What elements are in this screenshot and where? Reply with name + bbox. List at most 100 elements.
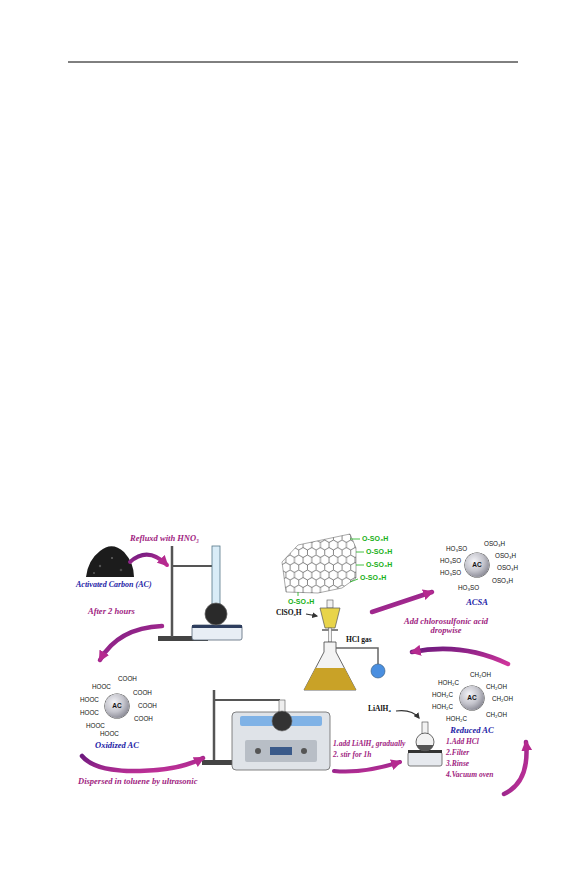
carbon-pile <box>99 565 101 567</box>
process-arrows <box>100 626 162 660</box>
step-annotation: After 2 hours <box>88 607 135 616</box>
graphene-sheet <box>350 579 358 582</box>
graphene-sheet <box>298 592 299 596</box>
functional-group: HOH₂C <box>438 680 459 687</box>
sphere-core-label: AC <box>112 703 121 710</box>
functional-group: CH₂OH <box>470 672 491 679</box>
functional-group: COOH <box>118 676 137 683</box>
process-arrows <box>82 555 527 794</box>
sulfonation-apparatus <box>327 600 333 608</box>
sphere-core-label: AC <box>472 562 481 569</box>
functional-group: HOOC <box>86 723 105 730</box>
ultrasonic-bath <box>301 748 307 754</box>
step-annotation: 1.Add HCl <box>446 738 479 746</box>
material-name: Oxidized AC <box>87 741 147 750</box>
sulfonation-apparatus <box>329 628 332 642</box>
step-annotation: Dispersed in toluene by ultrasonic <box>78 777 197 786</box>
process-arrows <box>412 649 508 664</box>
sulfonation-apparatus <box>304 642 356 690</box>
step-annotation: 1.add LiAlH₄ gradually <box>333 740 405 748</box>
material-name: Reduced AC <box>442 726 502 735</box>
carbon-pile <box>93 572 95 574</box>
page-rule <box>68 62 518 63</box>
functional-group: OSO₃H <box>497 565 518 572</box>
reflux-apparatus <box>158 546 242 641</box>
functional-group: HOH₂C <box>446 716 467 723</box>
page-rule <box>68 62 518 63</box>
reagent-arrows <box>306 614 317 616</box>
stirrer-flask <box>417 745 434 751</box>
step-annotation: 4.Vacuum oven <box>446 771 494 779</box>
reflux-apparatus <box>172 565 212 567</box>
step-annotation: Refluxd with HNO₃ <box>130 534 199 543</box>
functional-group: HO₃SO <box>446 546 467 553</box>
ultrasonic-bath <box>270 747 292 755</box>
process-arrows <box>130 555 167 565</box>
graphene-sheet <box>350 539 360 540</box>
functional-group: HOOC <box>80 697 99 704</box>
functional-group: COOH <box>134 716 153 723</box>
sphere-shape: AC <box>465 553 489 577</box>
process-arrows <box>334 762 400 772</box>
functional-group: O-SO₃H <box>366 548 392 556</box>
functional-group: HOOC <box>80 710 99 717</box>
reflux-apparatus <box>171 546 174 637</box>
graphene-sheet <box>282 534 364 596</box>
functional-group: OSO₃H <box>495 553 516 560</box>
reflux-apparatus <box>192 625 242 640</box>
functional-group: OSO₃H <box>484 541 505 548</box>
process-arrows <box>82 756 203 771</box>
functional-group: HO₃SO <box>440 570 461 577</box>
reagent-arrows <box>306 614 419 718</box>
functional-group: COOH <box>138 703 157 710</box>
carbon-pile <box>120 569 123 572</box>
ultrasonic-bath <box>214 699 280 701</box>
reagent-label: ClSO₃H <box>276 609 302 617</box>
functional-group: HOOC <box>92 684 111 691</box>
carbon-pile <box>86 546 134 577</box>
sphere-shape: AC <box>105 694 129 718</box>
step-annotation: 2.Filter <box>446 749 469 757</box>
functional-group: CH₂OH <box>492 696 513 703</box>
carbon-sphere: AC Oxidized AC <box>87 694 147 750</box>
graphene-sheet <box>282 534 356 593</box>
reagent-label: LiAlH₄ <box>368 705 391 713</box>
reflux-apparatus <box>212 546 220 604</box>
carbon-pile <box>86 546 134 577</box>
functional-group: O-SO₃H <box>360 574 386 582</box>
ultrasonic-bath <box>272 711 292 731</box>
reagent-label: HCl gas <box>346 636 372 644</box>
sphere-shape: AC <box>460 686 484 710</box>
functional-group: O-SO₃H <box>362 535 388 543</box>
graphene-sheet <box>356 565 364 566</box>
functional-group: O-SO₃H <box>366 561 392 569</box>
material-label: Activated Carbon (AC) <box>76 581 152 590</box>
stirrer-flask <box>408 722 442 766</box>
functional-group: COOH <box>133 690 152 697</box>
functional-group: OSO₃H <box>492 578 513 585</box>
functional-group: CH₂OH <box>486 712 507 719</box>
functional-group: O-SO₃H <box>288 598 314 606</box>
material-name: ACSA <box>447 598 507 607</box>
ultrasonic-bath <box>232 712 330 770</box>
step-annotation: Add chlorosulfonic acid dropwise <box>394 617 498 636</box>
graphene-sheet <box>356 552 364 553</box>
ultrasonic-bath <box>202 690 330 770</box>
sulfonation-apparatus <box>371 664 385 678</box>
sulfonation-apparatus <box>336 648 378 664</box>
stirrer-flask <box>416 733 434 751</box>
stirrer-flask <box>408 752 442 766</box>
sphere-core-label: AC <box>467 695 476 702</box>
ultrasonic-bath <box>245 740 317 762</box>
carbon-pile <box>111 557 113 559</box>
process-arrows <box>504 742 527 794</box>
ultrasonic-bath <box>255 748 261 754</box>
functional-group: HOOC <box>100 731 119 738</box>
reflux-apparatus <box>192 625 242 628</box>
carbon-sphere: AC Reduced AC <box>442 686 502 735</box>
sulfonation-apparatus <box>320 608 340 628</box>
functional-group: HOH₂C <box>432 704 453 711</box>
carbon-sphere: AC ACSA <box>447 553 507 607</box>
reflux-apparatus <box>205 603 227 625</box>
